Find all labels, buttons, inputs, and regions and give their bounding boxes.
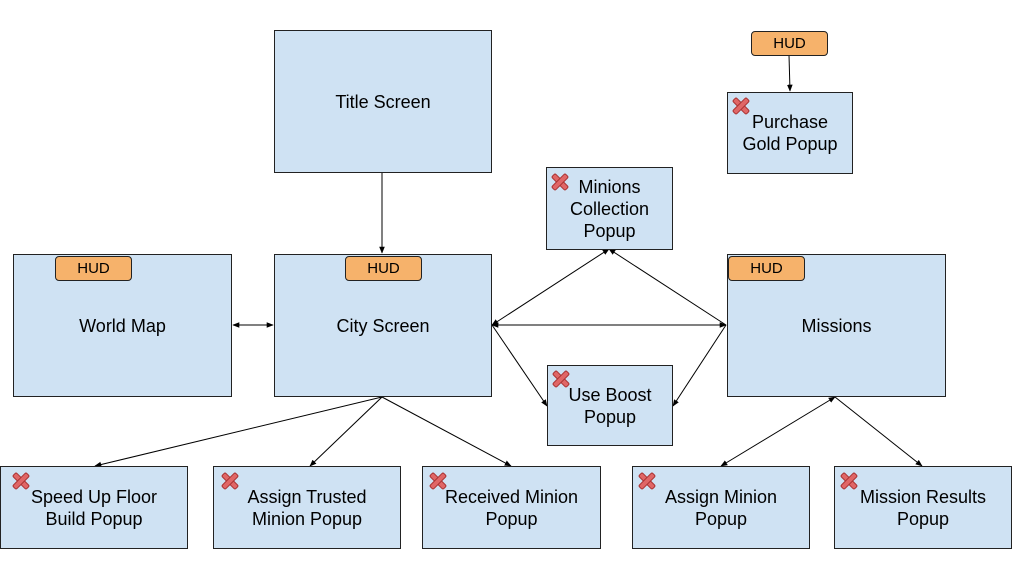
edge-missions-use-boost <box>672 324 727 407</box>
world-map-label: World Map <box>79 315 166 336</box>
hud-badge-purchase-gold: HUD <box>751 31 828 56</box>
minions-collection-popup-node[interactable]: Minions Collection Popup <box>546 167 673 250</box>
missions-node[interactable]: HUD Missions <box>727 254 946 397</box>
edge-city-minions-collection <box>491 248 610 326</box>
purchase-gold-popup-node[interactable]: Purchase Gold Popup <box>727 92 853 174</box>
missions-label: Missions <box>801 315 872 336</box>
hud-badge-city-screen: HUD <box>345 256 422 281</box>
title-screen-label: Title Screen <box>335 91 431 112</box>
edge-missions-mission-results <box>834 396 923 467</box>
minions-collection-popup-label: Minions Collection Popup <box>569 176 650 241</box>
edge-city-received-minion <box>381 396 512 467</box>
use-boost-popup-node[interactable]: Use Boost Popup <box>547 365 673 446</box>
mission-results-popup-node[interactable]: Mission Results Popup <box>834 466 1012 549</box>
assign-trusted-minion-popup-node[interactable]: Assign Trusted Minion Popup <box>213 466 401 549</box>
hud-badge-world-map: HUD <box>55 256 132 281</box>
use-boost-popup-label: Use Boost Popup <box>568 384 652 427</box>
edge-missions-assign-minion <box>720 396 836 467</box>
edge-missions-minions-collection <box>608 248 727 326</box>
assign-minion-popup-label: Assign Minion Popup <box>664 486 778 529</box>
assign-minion-popup-node[interactable]: Assign Minion Popup <box>632 466 810 549</box>
edge-city-assign-trusted <box>309 396 383 467</box>
city-screen-label: City Screen <box>336 315 430 336</box>
edge-hud-to-purchase-gold <box>787 54 793 92</box>
close-icon <box>838 470 860 492</box>
close-icon <box>730 95 752 117</box>
received-minion-popup-label: Received Minion Popup <box>444 486 579 529</box>
title-screen-node[interactable]: Title Screen <box>274 30 492 173</box>
hud-badge-missions: HUD <box>728 256 805 281</box>
assign-trusted-minion-popup-label: Assign Trusted Minion Popup <box>247 486 367 529</box>
close-icon <box>550 368 572 390</box>
close-icon <box>10 470 32 492</box>
edge-city-speed-up <box>94 396 383 468</box>
purchase-gold-popup-label: Purchase Gold Popup <box>742 112 838 154</box>
speed-up-floor-build-popup-label: Speed Up Floor Build Popup <box>30 486 158 529</box>
speed-up-floor-build-popup-node[interactable]: Speed Up Floor Build Popup <box>0 466 188 549</box>
close-icon <box>636 470 658 492</box>
close-icon <box>219 470 241 492</box>
close-icon <box>549 171 571 193</box>
world-map-node[interactable]: HUD World Map <box>13 254 232 397</box>
mission-results-popup-label: Mission Results Popup <box>859 486 987 529</box>
edge-city-use-boost <box>491 324 548 407</box>
city-screen-node[interactable]: HUD City Screen <box>274 254 492 397</box>
received-minion-popup-node[interactable]: Received Minion Popup <box>422 466 601 549</box>
close-icon <box>427 470 449 492</box>
